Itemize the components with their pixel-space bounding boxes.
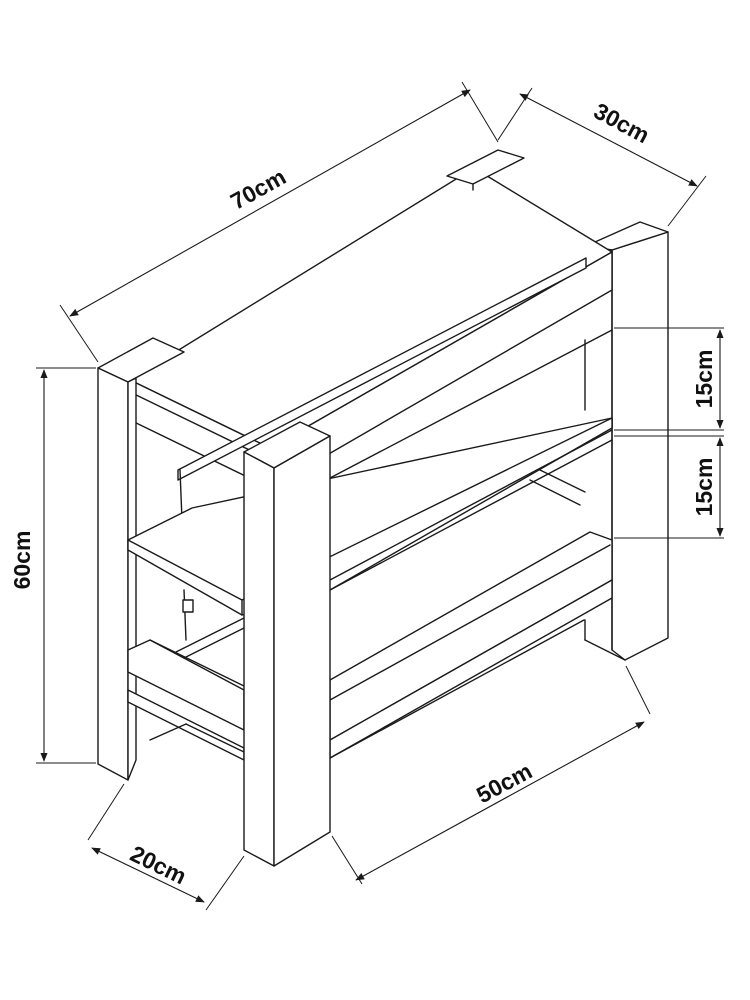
front-center-leg <box>243 421 331 867</box>
width-label: 70cm <box>226 163 290 214</box>
lower-shelf-spacing-label: 15cm <box>691 458 717 517</box>
leg-depth-label: 20cm <box>126 840 190 889</box>
upper-inner-rail <box>329 329 613 479</box>
lower-shelf <box>329 469 613 759</box>
dimension-shelf-spacing: 15cm 15cm <box>614 327 724 539</box>
depth-label: 30cm <box>590 98 654 149</box>
front-left-leg <box>97 337 185 781</box>
dimension-leg-depth: 20cm <box>87 783 245 911</box>
dimension-height: 60cm <box>9 367 96 764</box>
left-inner-rails <box>177 257 587 641</box>
shelf-unit-drawing <box>97 149 669 867</box>
inner-width-label: 50cm <box>472 758 536 809</box>
height-label: 60cm <box>9 531 35 590</box>
upper-shelf-spacing-label: 15cm <box>691 350 717 409</box>
